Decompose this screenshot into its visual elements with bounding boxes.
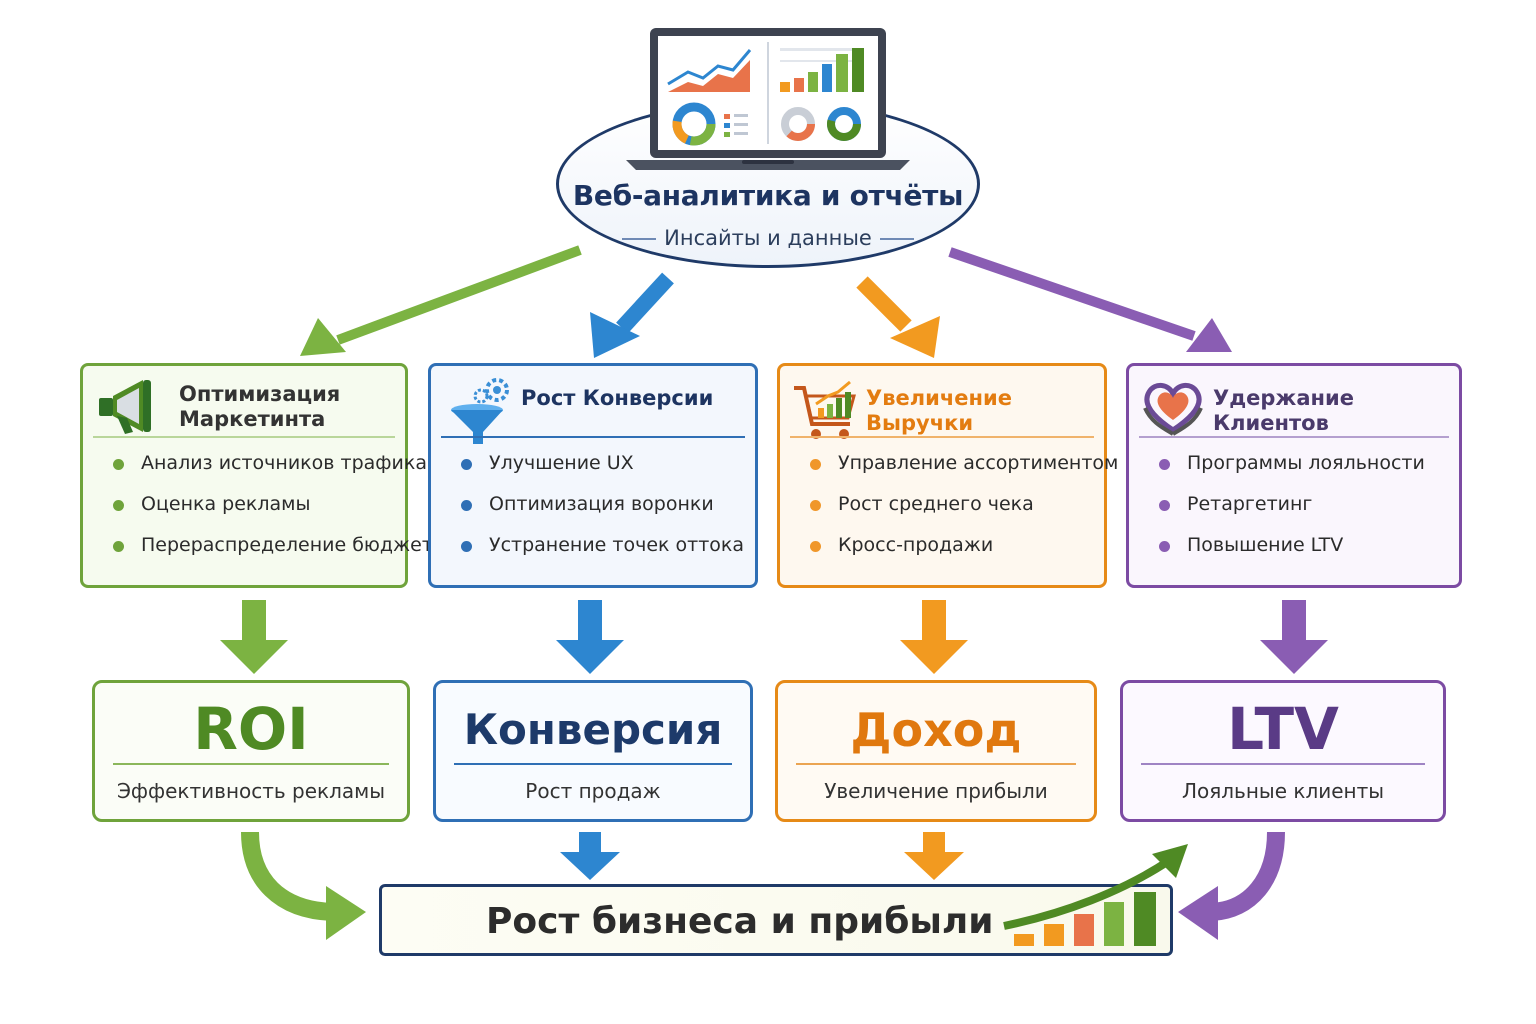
arrow-ltv-to-growth [1178,831,1285,940]
bullet-dot [810,500,821,511]
category-title: Оптимизация Маркетинта [179,382,340,432]
bullet-dot [113,459,124,470]
category-item-list: Программы лояльности Ретаргетинг Повышен… [1159,452,1425,575]
category-conversion-growth: Рост Конверсии Улучшение UX Оптимизация … [428,363,758,588]
category-item-list: Анализ источников трафика Оценка рекламы… [113,452,445,575]
bullet-dot [461,459,472,470]
arrow-conversion-to-kpi [556,600,624,674]
bullet-dot [461,500,472,511]
category-customer-retention: Удержание Клиентов Программы лояльности … [1126,363,1462,588]
hub-title: Веб-аналитика и отчёты [572,179,964,212]
hub-subtitle-row: Инсайты и данные [559,226,977,250]
business-growth-box: Рост бизнеса и прибыли [379,884,1173,956]
list-item: Устранение точек оттока [461,534,744,575]
kpi-caption: Эффективность рекламы [116,779,386,803]
category-revenue-increase: Увеличение Выручки Управление ассортимен… [777,363,1118,588]
kpi-conversion: Конверсия Рост продаж [433,680,753,822]
arrow-revenue-to-income [900,600,968,674]
bullet-dot [113,500,124,511]
list-item: Оптимизация воронки [461,493,744,534]
category-title: Увеличение Выручки [866,386,1012,435]
divider-dash-right [879,238,914,240]
divider [790,436,1094,438]
kpi-caption: Рост продаж [525,779,661,803]
divider [113,763,389,765]
arrow-marketing-to-roi [220,600,288,674]
category-item-list: Улучшение UX Оптимизация воронки Устране… [461,452,744,575]
arrow-hub-to-marketing [300,245,582,356]
list-item: Кросс-продажи [810,534,1118,575]
shopping-cart-chart-icon [794,380,856,439]
divider [93,436,395,438]
list-item: Перераспределение бюджета [113,534,445,575]
kpi-ltv: LTV Лояльные клиенты [1120,680,1446,822]
divider [454,763,732,765]
list-item: Улучшение UX [461,452,744,493]
category-title: Рост Конверсии [521,386,714,410]
category-title: Удержание Клиентов [1213,386,1354,435]
arrow-conversion-to-growth [560,832,620,880]
heart-hands-icon [1143,383,1203,436]
kpi-caption: Увеличение прибыли [824,779,1048,803]
funnel-gear-icon [451,378,509,444]
kpi-value: LTV [1227,695,1339,763]
arrow-hub-to-conversion [590,272,674,358]
hub-subtitle: Инсайты и данные [664,226,872,250]
list-item: Повышение LTV [1159,534,1425,575]
bullet-dot [461,541,472,552]
divider [1139,436,1449,438]
kpi-value: ROI [193,695,309,763]
bullet-dot [1159,500,1170,511]
bullet-dot [113,541,124,552]
category-item-list: Управление ассортиментом Рост среднего ч… [810,452,1118,575]
kpi-income: Доход Увеличение прибыли [775,680,1097,822]
bullet-dot [1159,459,1170,470]
arrow-hub-to-revenue [856,276,940,358]
arrow-income-to-growth [904,832,964,880]
list-item: Оценка рекламы [113,493,445,534]
arrow-retention-to-ltv [1260,600,1328,674]
bullet-dot [810,459,821,470]
bullet-dot [1159,541,1170,552]
list-item: Ретаргетинг [1159,493,1425,534]
divider [441,436,745,438]
category-title-line-1: Оптимизация [179,382,341,406]
kpi-value: Доход [850,703,1022,757]
list-item: Программы лояльности [1159,452,1425,493]
list-item: Анализ источников трафика [113,452,445,493]
kpi-value: Конверсия [463,705,723,754]
bullet-dot [810,541,821,552]
growth-bar-chart-icon [1003,844,1188,946]
divider [1141,763,1425,765]
arrow-roi-to-growth [241,831,366,940]
list-item: Рост среднего чека [810,493,1118,534]
laptop-dashboard-icon [626,28,910,170]
category-title-line-2: Маркетинта [179,407,326,431]
kpi-roi: ROI Эффективность рекламы [92,680,410,822]
business-growth-title: Рост бизнеса и прибыли [486,901,994,942]
divider-dash-left [622,238,657,240]
divider [796,763,1076,765]
list-item: Управление ассортиментом [810,452,1118,493]
arrow-hub-to-retention [948,247,1232,352]
category-marketing-optimization: Оптимизация Маркетинта Анализ источников… [80,363,445,588]
megaphone-icon [99,380,151,434]
kpi-caption: Лояльные клиенты [1181,779,1385,803]
